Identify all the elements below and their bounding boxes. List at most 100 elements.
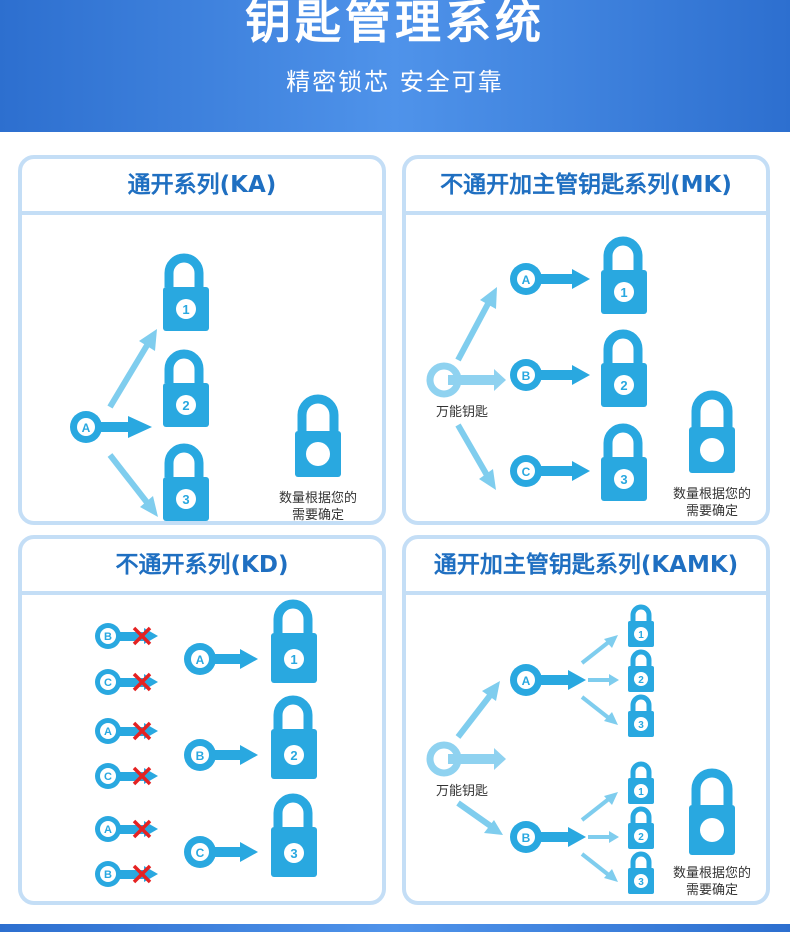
arrow-icon <box>588 674 619 686</box>
key-letter: C <box>196 846 205 860</box>
lock-icon: 1 <box>163 253 209 331</box>
page-title: 钥匙管理系统 <box>245 0 545 49</box>
key-letter: A <box>522 273 531 287</box>
key-icon: A <box>184 643 258 675</box>
cross-icon <box>132 819 152 839</box>
lock-number: 2 <box>182 398 189 413</box>
panel-mk-diagram: 万能钥匙 A B C <box>426 236 751 519</box>
lock-icon: 1 <box>628 761 654 804</box>
crossed-key-icon: A <box>95 718 158 744</box>
lock-icon: 3 <box>163 443 209 521</box>
header-banner: 钥匙管理系统 精密锁芯 安全可靠 <box>0 0 790 132</box>
lock-icon: 2 <box>163 349 209 427</box>
master-key-label: 万能钥匙 <box>436 784 488 799</box>
lock-number: 3 <box>638 720 644 731</box>
lock-number: 3 <box>620 472 627 487</box>
key-letter: A <box>522 674 531 688</box>
master-key-icon <box>426 741 506 777</box>
panel-kd: 不通开系列(KD) B C A <box>18 535 386 905</box>
lock-icon: 2 <box>271 695 317 779</box>
key-letter: B <box>104 631 112 643</box>
lock-icon: 1 <box>601 236 647 314</box>
arrow-icon <box>456 800 503 835</box>
lock-icon <box>689 390 735 473</box>
page-subtitle: 精密锁芯 安全可靠 <box>286 68 504 96</box>
key-letter: C <box>522 465 531 479</box>
arrow-icon <box>580 635 618 665</box>
lock-number: 1 <box>182 302 189 317</box>
key-icon: A <box>70 411 152 443</box>
lock-icon: 1 <box>628 604 654 647</box>
lock-number: 2 <box>638 832 644 843</box>
crossed-key-icon: C <box>95 763 158 789</box>
lock-icon <box>295 394 341 477</box>
lock-number: 2 <box>638 675 644 686</box>
arrow-icon <box>455 287 497 362</box>
panel-kamk: 通开加主管钥匙系列(KAMK) 万能钥匙 A <box>402 535 770 905</box>
arrow-icon <box>107 453 158 517</box>
panel-ka: 通开系列(KA) A 1 2 <box>18 155 386 525</box>
panel-mk-title: 不通开加主管钥匙系列(MK) <box>406 159 766 215</box>
lock-icon: 2 <box>628 649 654 692</box>
cross-icon <box>132 864 152 884</box>
arrow-icon <box>455 423 496 490</box>
key-letter: C <box>104 771 112 783</box>
key-letter: B <box>196 749 205 763</box>
quantity-note-line1: 数量根据您的 <box>279 490 357 506</box>
panel-kd-diagram: B C A 1 A <box>95 599 317 887</box>
panel-ka-diagram: A 1 2 3 数量根据您的 需要确定 <box>70 253 357 523</box>
bottom-bar <box>0 924 790 932</box>
key-icon: A <box>510 664 586 696</box>
lock-number: 1 <box>290 652 297 667</box>
lock-number: 3 <box>182 492 189 507</box>
key-letter: A <box>82 421 91 435</box>
panel-kamk-title: 通开加主管钥匙系列(KAMK) <box>406 539 766 595</box>
crossed-key-icon: B <box>95 623 158 649</box>
crossed-key-icon: A <box>95 816 158 842</box>
lock-number: 3 <box>638 877 644 888</box>
key-letter: B <box>522 831 531 845</box>
key-letter: B <box>104 869 112 881</box>
lock-number: 3 <box>290 846 297 861</box>
lock-icon <box>689 768 735 855</box>
master-key-icon <box>426 362 506 398</box>
lock-number: 1 <box>638 787 644 798</box>
cross-icon <box>132 672 152 692</box>
quantity-note-line2: 需要确定 <box>686 504 738 519</box>
key-letter: A <box>104 726 112 738</box>
key-icon: A <box>510 263 590 295</box>
key-letter: C <box>104 677 112 689</box>
cross-icon <box>132 626 152 646</box>
lock-icon: 1 <box>271 599 317 683</box>
lock-number: 1 <box>620 285 627 300</box>
arrow-icon <box>580 695 618 725</box>
panel-kd-title: 不通开系列(KD) <box>22 539 382 595</box>
lock-number: 2 <box>290 748 297 763</box>
arrow-icon <box>588 831 619 843</box>
key-letter: A <box>104 824 112 836</box>
lock-icon: 3 <box>271 793 317 877</box>
key-icon: B <box>510 359 590 391</box>
cross-icon <box>132 721 152 741</box>
cross-icon <box>132 766 152 786</box>
lock-icon: 3 <box>628 694 654 737</box>
lock-icon: 3 <box>601 423 647 501</box>
lock-icon: 2 <box>601 329 647 407</box>
panel-kamk-diagram: 万能钥匙 A B <box>426 604 751 898</box>
lock-icon: 3 <box>628 851 654 894</box>
key-letter: B <box>522 369 531 383</box>
lock-icon: 2 <box>628 806 654 849</box>
key-icon: C <box>510 455 590 487</box>
panel-mk: 不通开加主管钥匙系列(MK) 万能钥匙 A <box>402 155 770 525</box>
quantity-note-line1: 数量根据您的 <box>673 486 751 502</box>
key-icon: C <box>184 836 258 868</box>
lock-number: 2 <box>620 378 627 393</box>
arrow-icon <box>580 852 618 882</box>
master-key-label: 万能钥匙 <box>436 405 488 420</box>
lock-number: 1 <box>638 630 644 641</box>
quantity-note-line2: 需要确定 <box>292 508 344 523</box>
arrow-icon <box>455 681 500 739</box>
panel-ka-title: 通开系列(KA) <box>22 159 382 215</box>
key-letter: A <box>196 653 205 667</box>
crossed-key-icon: B <box>95 861 158 887</box>
